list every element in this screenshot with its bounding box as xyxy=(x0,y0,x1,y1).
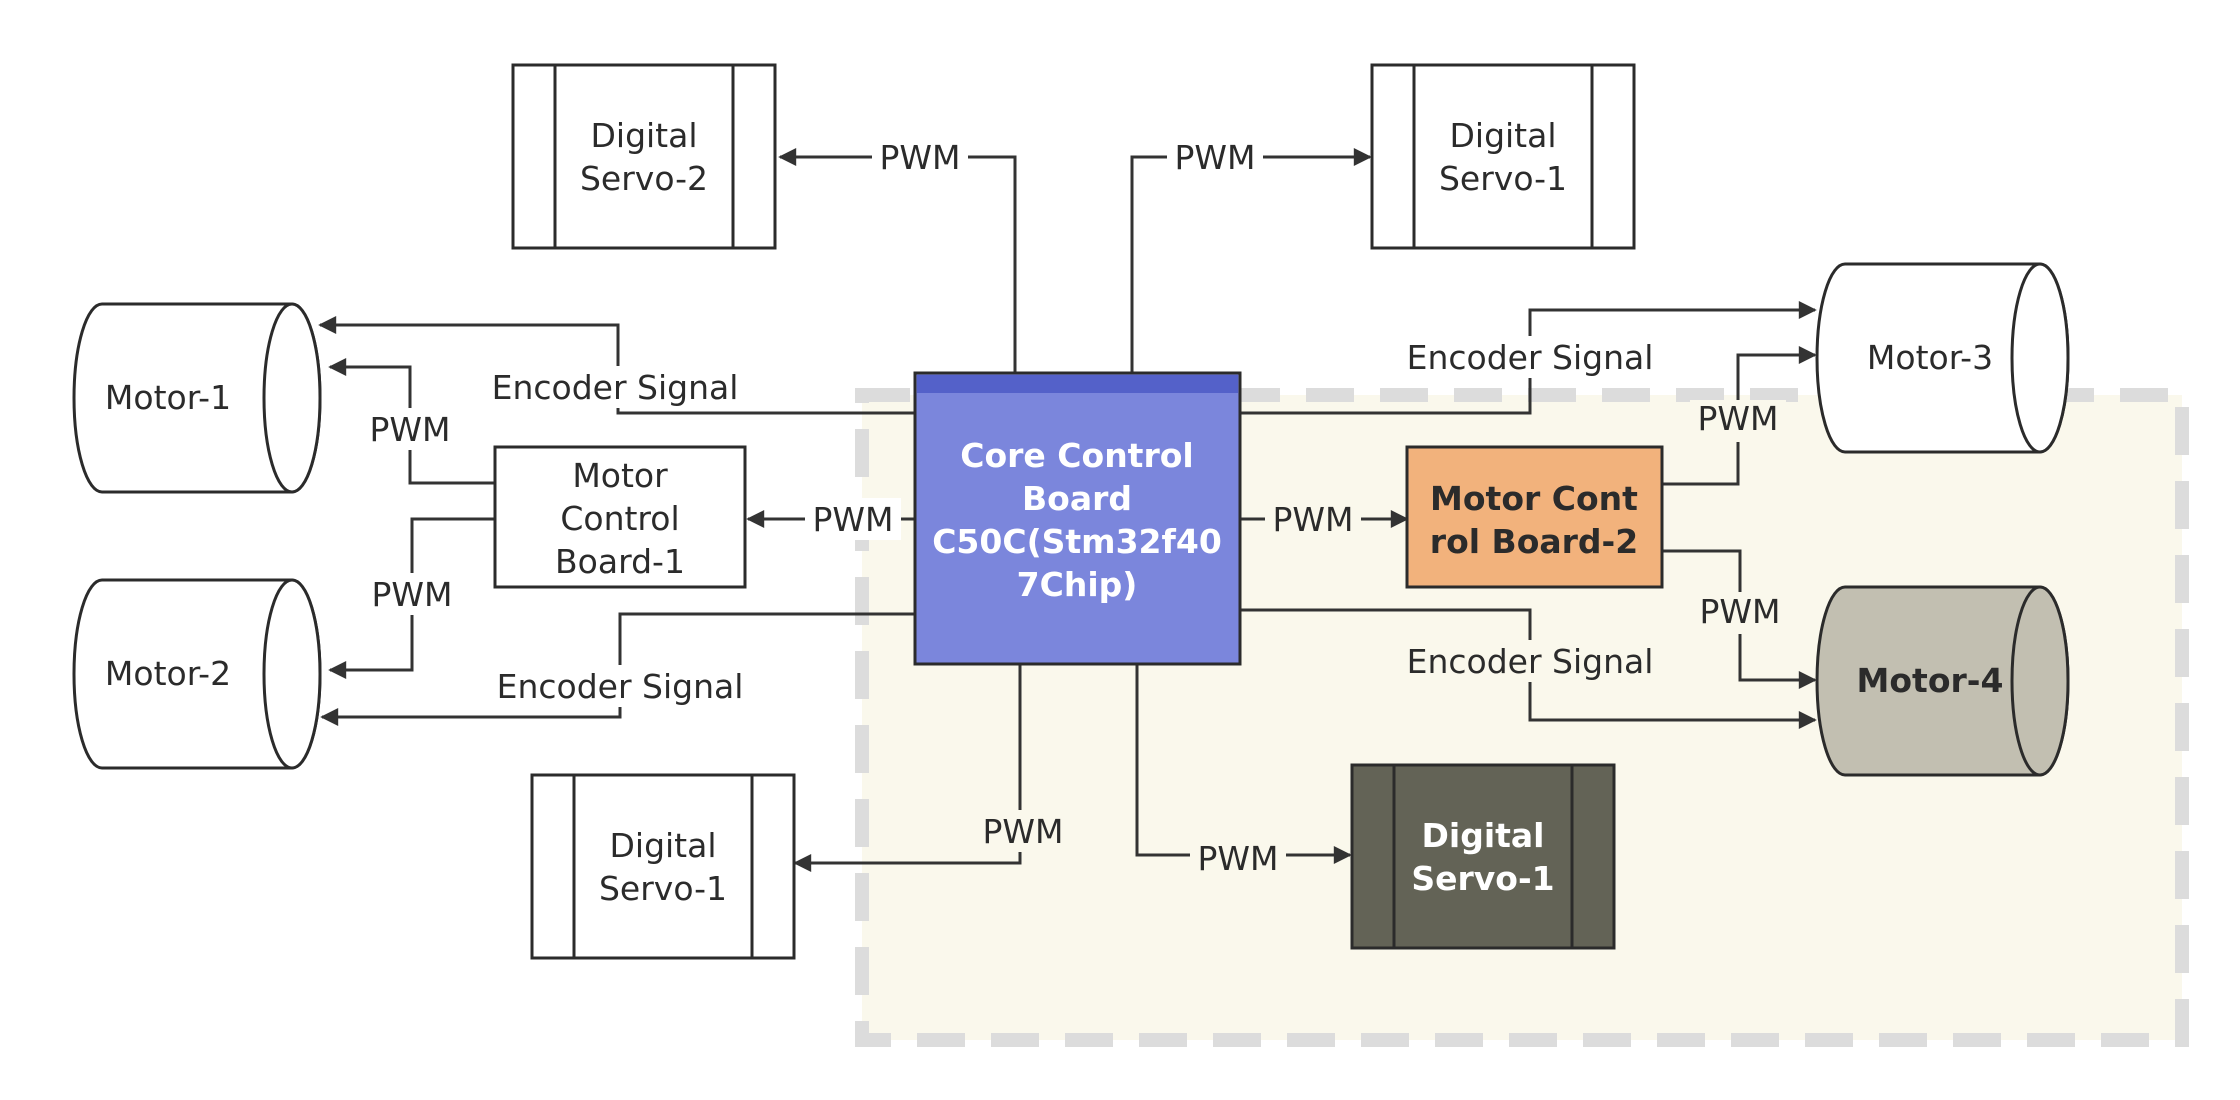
motor-control-board-1: Motor Control Board-1 xyxy=(493,445,747,589)
servo-top-left-label-line-1: Digital xyxy=(590,116,697,155)
label-encoder-motor-4: Encoder Signal xyxy=(1407,642,1654,681)
core-label-line-3: C50C(Stm32f40 xyxy=(932,522,1222,561)
label-pwm-servo-bottom-right: PWM xyxy=(1197,839,1278,878)
digital-servo-2-top-left: Digital Servo-2 xyxy=(511,63,777,250)
motor-2: Motor-2 xyxy=(72,578,322,770)
label-encoder-motor-2: Encoder Signal xyxy=(497,667,744,706)
label-pwm-servo-top-right: PWM xyxy=(1174,138,1255,177)
board-1-label-line-1: Motor xyxy=(572,456,668,495)
motor-1: Motor-1 xyxy=(72,302,322,494)
core-control-board: Core Control Board C50C(Stm32f40 7Chip) xyxy=(913,371,1242,666)
board-2-label-line-2: rol Board-2 xyxy=(1430,522,1638,561)
servo-top-right-label-line-2: Servo-1 xyxy=(1439,159,1567,198)
label-encoder-motor-3: Encoder Signal xyxy=(1407,338,1654,377)
motor-3-label: Motor-3 xyxy=(1867,338,1993,377)
motor-3: Motor-3 xyxy=(1815,262,2070,454)
servo-bottom-left-label-line-1: Digital xyxy=(609,826,716,865)
wire-pwm-servo-top-left xyxy=(778,148,1017,373)
core-label-line-2: Board xyxy=(1022,479,1132,518)
board-1-label-line-2: Control xyxy=(560,499,679,538)
label-pwm-motor-1: PWM xyxy=(369,410,450,449)
motor-1-label: Motor-1 xyxy=(105,378,231,417)
digital-servo-1-bottom-right: Digital Servo-1 xyxy=(1350,763,1616,950)
label-pwm-motor-3: PWM xyxy=(1697,399,1778,438)
label-pwm-servo-top-left: PWM xyxy=(879,138,960,177)
label-pwm-board-1: PWM xyxy=(812,500,893,539)
edge-labels: PWM PWM Encoder Signal PWM PWM PWM Encod… xyxy=(362,136,1788,880)
wire-pwm-servo-top-right xyxy=(1130,148,1372,373)
board-2-label-line-1: Motor Cont xyxy=(1430,479,1638,518)
motor-2-label: Motor-2 xyxy=(105,654,231,693)
label-pwm-motor-4: PWM xyxy=(1699,592,1780,631)
servo-bottom-right-label-line-2: Servo-1 xyxy=(1411,859,1554,898)
motor-control-board-2: Motor Cont rol Board-2 xyxy=(1405,445,1664,589)
motor-4: Motor-4 xyxy=(1815,585,2070,777)
label-encoder-motor-1: Encoder Signal xyxy=(492,368,739,407)
board-1-label-line-3: Board-1 xyxy=(555,542,685,581)
digital-servo-1-top-right: Digital Servo-1 xyxy=(1370,63,1636,250)
servo-top-right-label-line-1: Digital xyxy=(1449,116,1556,155)
motor-4-label: Motor-4 xyxy=(1857,661,2004,700)
label-pwm-servo-bottom-left: PWM xyxy=(982,812,1063,851)
servo-bottom-left-label-line-2: Servo-1 xyxy=(599,869,727,908)
core-label-line-4: 7Chip) xyxy=(1017,565,1138,604)
label-pwm-board-2: PWM xyxy=(1272,500,1353,539)
core-label-line-1: Core Control xyxy=(960,436,1193,475)
label-pwm-motor-2: PWM xyxy=(371,575,452,614)
servo-bottom-right-label-line-1: Digital xyxy=(1422,816,1545,855)
digital-servo-1-bottom-left: Digital Servo-1 xyxy=(530,773,796,960)
servo-top-left-label-line-2: Servo-2 xyxy=(580,159,708,198)
wire-pwm-servo-bottom-left xyxy=(793,664,1022,872)
